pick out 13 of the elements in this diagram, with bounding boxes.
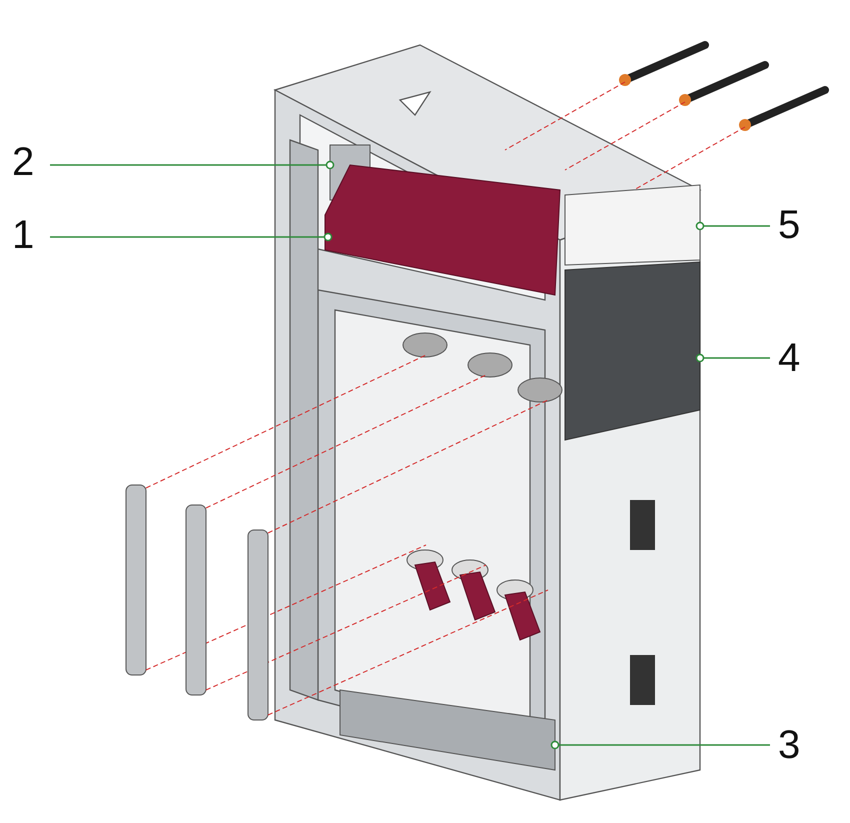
switch-housing xyxy=(324,164,561,296)
callout-number: 2 xyxy=(12,142,34,182)
callout-number: 3 xyxy=(778,725,800,765)
leader-line xyxy=(50,160,334,170)
callout-number: 5 xyxy=(778,205,800,245)
leader-line xyxy=(50,232,332,242)
leader-line xyxy=(696,354,770,362)
leader-line xyxy=(696,222,770,230)
callout-number: 4 xyxy=(778,338,800,378)
cable-floor-plate xyxy=(340,689,556,771)
compartment-cover xyxy=(564,184,700,266)
leader-line xyxy=(550,740,770,750)
callout-number: 1 xyxy=(12,215,34,255)
